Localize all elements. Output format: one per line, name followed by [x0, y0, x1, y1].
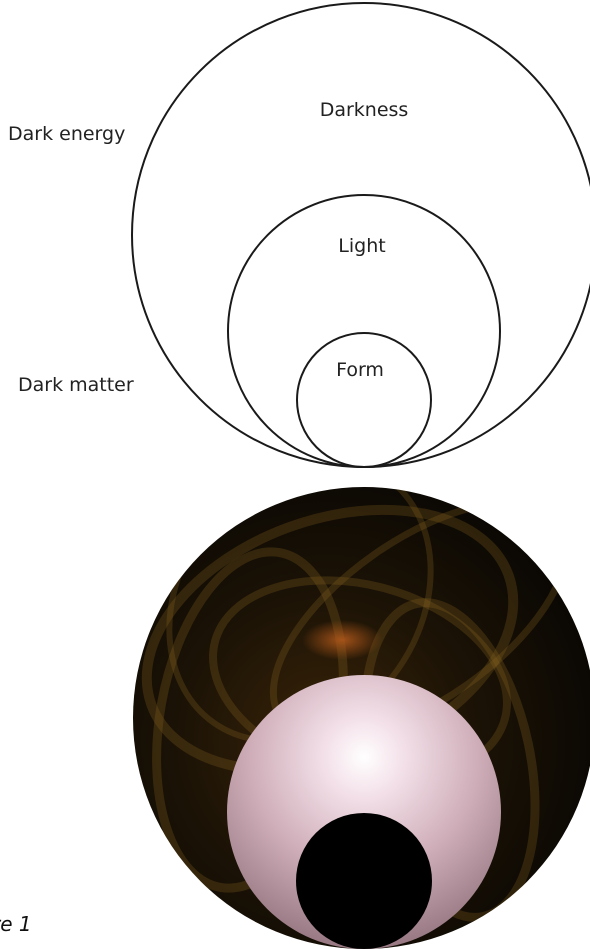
darkness-label: Darkness	[320, 99, 409, 121]
dark-energy-label: Dark energy	[8, 123, 125, 145]
figure-caption: re 1	[0, 912, 32, 936]
light-label: Light	[338, 235, 385, 257]
ember-glow	[302, 620, 382, 660]
nested-circles-diagram	[131, 2, 590, 468]
form-sphere	[296, 813, 432, 949]
cosmic-illustration	[133, 487, 590, 949]
form-label: Form	[336, 359, 384, 381]
dark-matter-label: Dark matter	[18, 374, 134, 396]
form-circle	[296, 332, 432, 468]
light-sphere	[227, 675, 501, 949]
